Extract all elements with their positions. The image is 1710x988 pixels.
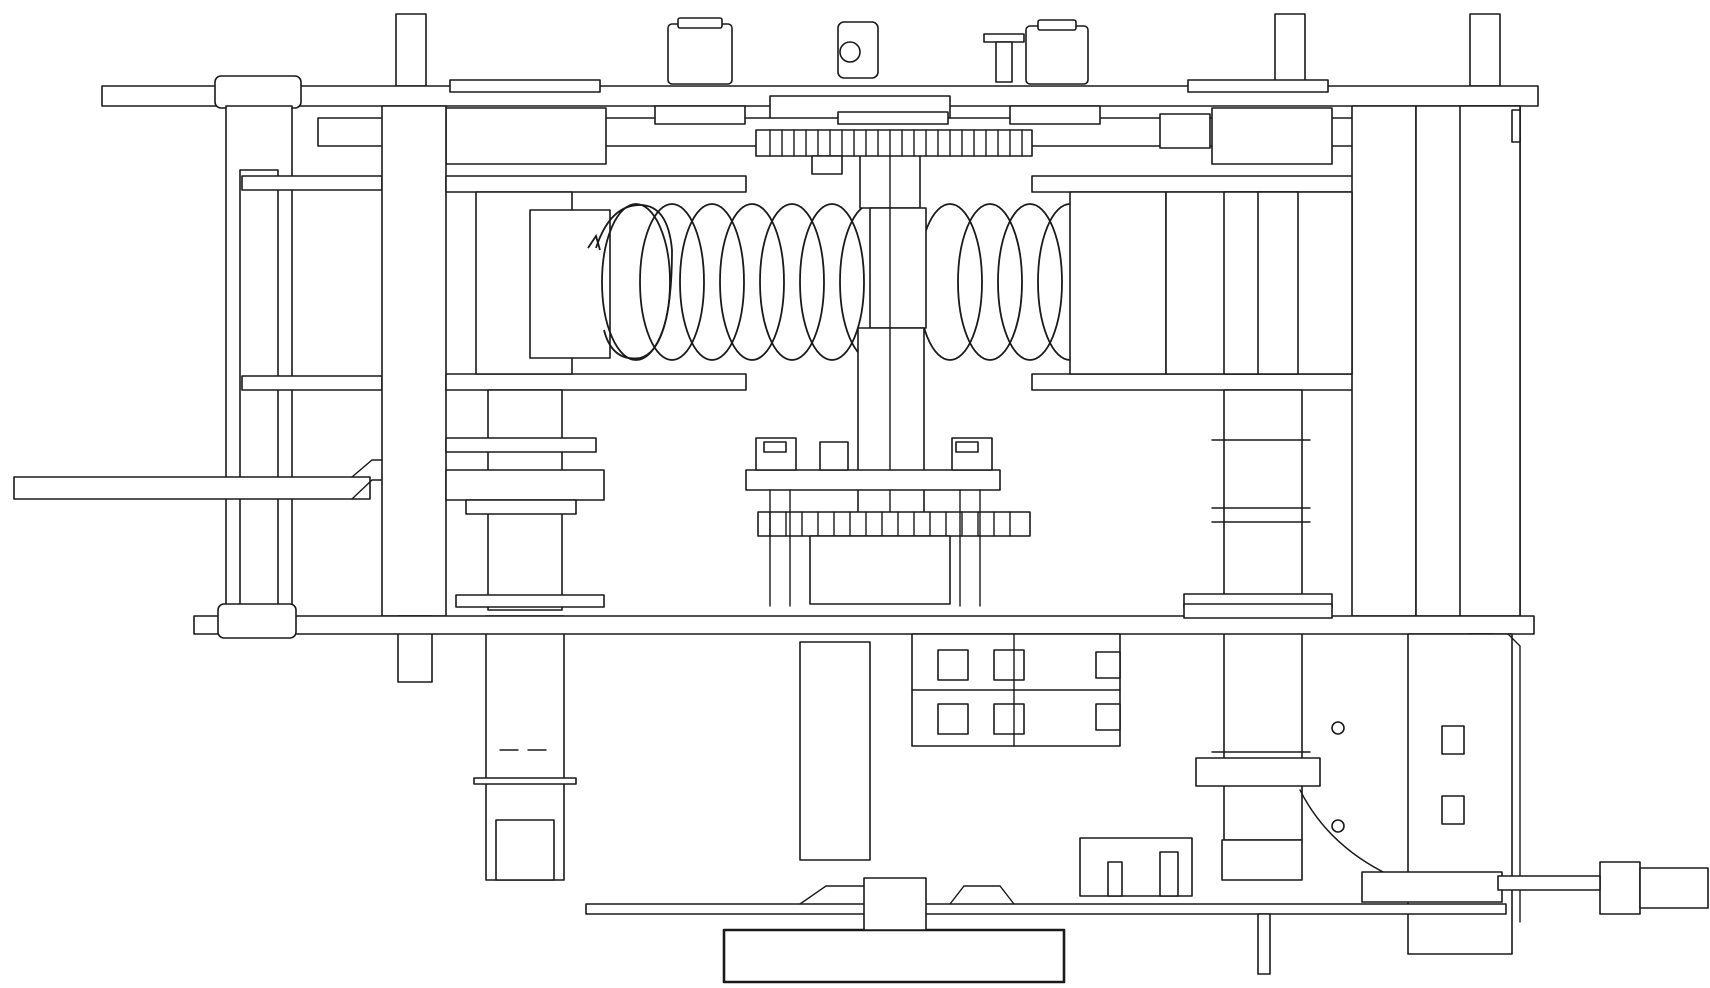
top-posts xyxy=(396,14,1500,86)
terminal-block xyxy=(800,634,1120,860)
left-frame xyxy=(14,106,446,682)
right-shaft xyxy=(1070,192,1352,880)
base-plate xyxy=(586,838,1506,982)
cross-plates xyxy=(446,106,1520,616)
left-shaft xyxy=(446,192,610,880)
center-shaft xyxy=(838,112,948,568)
